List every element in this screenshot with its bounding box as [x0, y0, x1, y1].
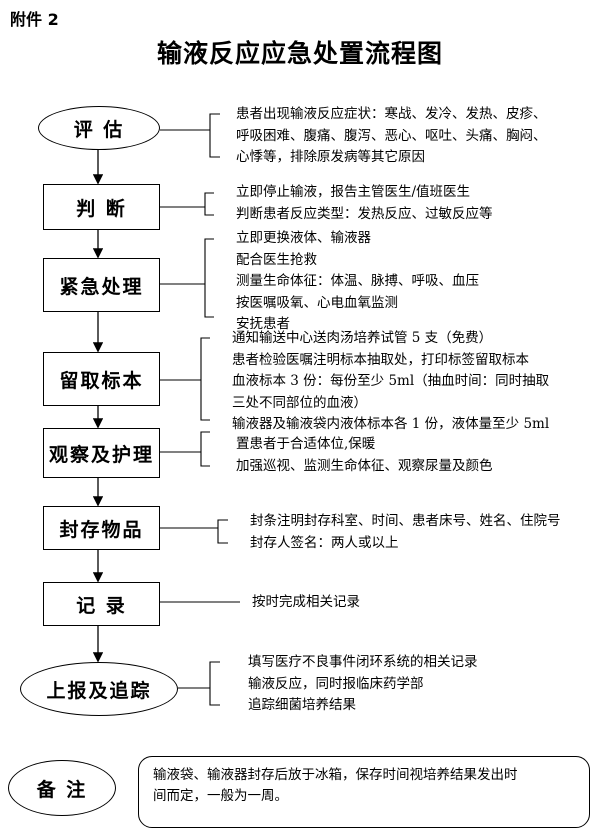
- details-specimen: 通知输送中心送肉汤培养试管 5 支（免费） 患者检验医嘱注明标本抽取处，打印标签…: [232, 328, 549, 436]
- details-observe: 置患者于合适体位,保暖 加强巡视、监测生命体征、观察尿量及颜色: [236, 434, 493, 477]
- detail-line: 测量生命体征：体温、脉搏、呼吸、血压: [236, 273, 479, 289]
- note-text-line: 输液袋、输液器封存后放于冰箱，保存时间视培养结果发出时: [153, 767, 518, 783]
- step-emergency: 紧急处理: [43, 258, 160, 312]
- step-judge: 判 断: [43, 184, 160, 230]
- details-evaluate: 患者出现输液反应症状：寒战、发冷、发热、皮疹、 呼吸困难、腹痛、腹泻、恶心、呕吐…: [236, 104, 547, 169]
- detail-line: 追踪细菌培养结果: [248, 697, 356, 713]
- detail-line: 置患者于合适体位,保暖: [236, 436, 376, 452]
- step-record: 记 录: [43, 582, 160, 626]
- detail-line: 封存人签名：两人或以上: [250, 534, 399, 551]
- note-box: 输液袋、输液器封存后放于冰箱，保存时间视培养结果发出时 间而定，一般为一周。: [138, 756, 590, 828]
- details-judge: 立即停止输液，报告主管医生/值班医生 判断患者反应类型：发热反应、过敏反应等: [236, 182, 493, 225]
- note-text-line: 间而定，一般为一周。: [153, 788, 288, 804]
- step-report: 上报及追踪: [20, 662, 178, 716]
- detail-line: 立即停止输液，报告主管医生/值班医生: [236, 184, 471, 200]
- detail-line: 填写医疗不良事件闭环系统的相关记录: [248, 654, 478, 670]
- step-seal: 封存物品: [43, 506, 160, 550]
- page-title: 输液反应应急处置流程图: [156, 39, 443, 68]
- detail-line: 输液器及输液袋内液体标本各 1 份，液体量至少 5ml: [232, 416, 550, 432]
- detail-line: 配合医生抢救: [236, 251, 317, 268]
- details-emergency: 立即更换液体、输液器 配合医生抢救 测量生命体征：体温、脉搏、呼吸、血压 按医嘱…: [236, 228, 479, 336]
- step-evaluate: 评 估: [38, 106, 160, 150]
- details-seal: 封条注明封存科室、时间、患者床号、姓名、住院号 封存人签名：两人或以上: [250, 511, 561, 554]
- step-observe: 观察及护理: [43, 428, 160, 478]
- detail-line: 输液反应，同时报临床药学部: [248, 675, 424, 692]
- detail-line: 判断患者反应类型：发热反应、过敏反应等: [236, 205, 493, 222]
- attachment-label: 附件 2: [10, 10, 59, 29]
- step-specimen: 留取标本: [43, 352, 160, 406]
- detail-brackets: [160, 113, 240, 706]
- note-label: 备 注: [8, 760, 116, 816]
- detail-line: 心悸等，排除原发病等其它原因: [236, 149, 425, 165]
- detail-line: 加强巡视、监测生命体征、观察尿量及颜色: [236, 457, 493, 474]
- detail-line: 血液标本 3 份：每份至少 5ml（抽血时间：同时抽取: [232, 373, 550, 389]
- detail-line: 三处不同部位的血液）: [232, 394, 367, 411]
- detail-line: 封条注明封存科室、时间、患者床号、姓名、住院号: [250, 513, 561, 529]
- detail-line: 按时完成相关记录: [252, 594, 360, 610]
- detail-line: 立即更换液体、输液器: [236, 230, 371, 246]
- details-report: 填写医疗不良事件闭环系统的相关记录 输液反应，同时报临床药学部 追踪细菌培养结果: [248, 652, 478, 717]
- detail-line: 通知输送中心送肉汤培养试管 5 支（免费）: [232, 330, 493, 346]
- detail-line: 呼吸困难、腹痛、腹泻、恶心、呕吐、头痛、胸闷、: [236, 127, 547, 144]
- details-record: 按时完成相关记录: [252, 592, 360, 614]
- detail-line: 患者检验医嘱注明标本抽取处，打印标签留取标本: [232, 351, 529, 368]
- detail-line: 按医嘱吸氧、心电血氧监测: [236, 294, 398, 311]
- detail-line: 患者出现输液反应症状：寒战、发冷、发热、皮疹、: [236, 106, 547, 122]
- detail-line: 安抚患者: [236, 316, 290, 332]
